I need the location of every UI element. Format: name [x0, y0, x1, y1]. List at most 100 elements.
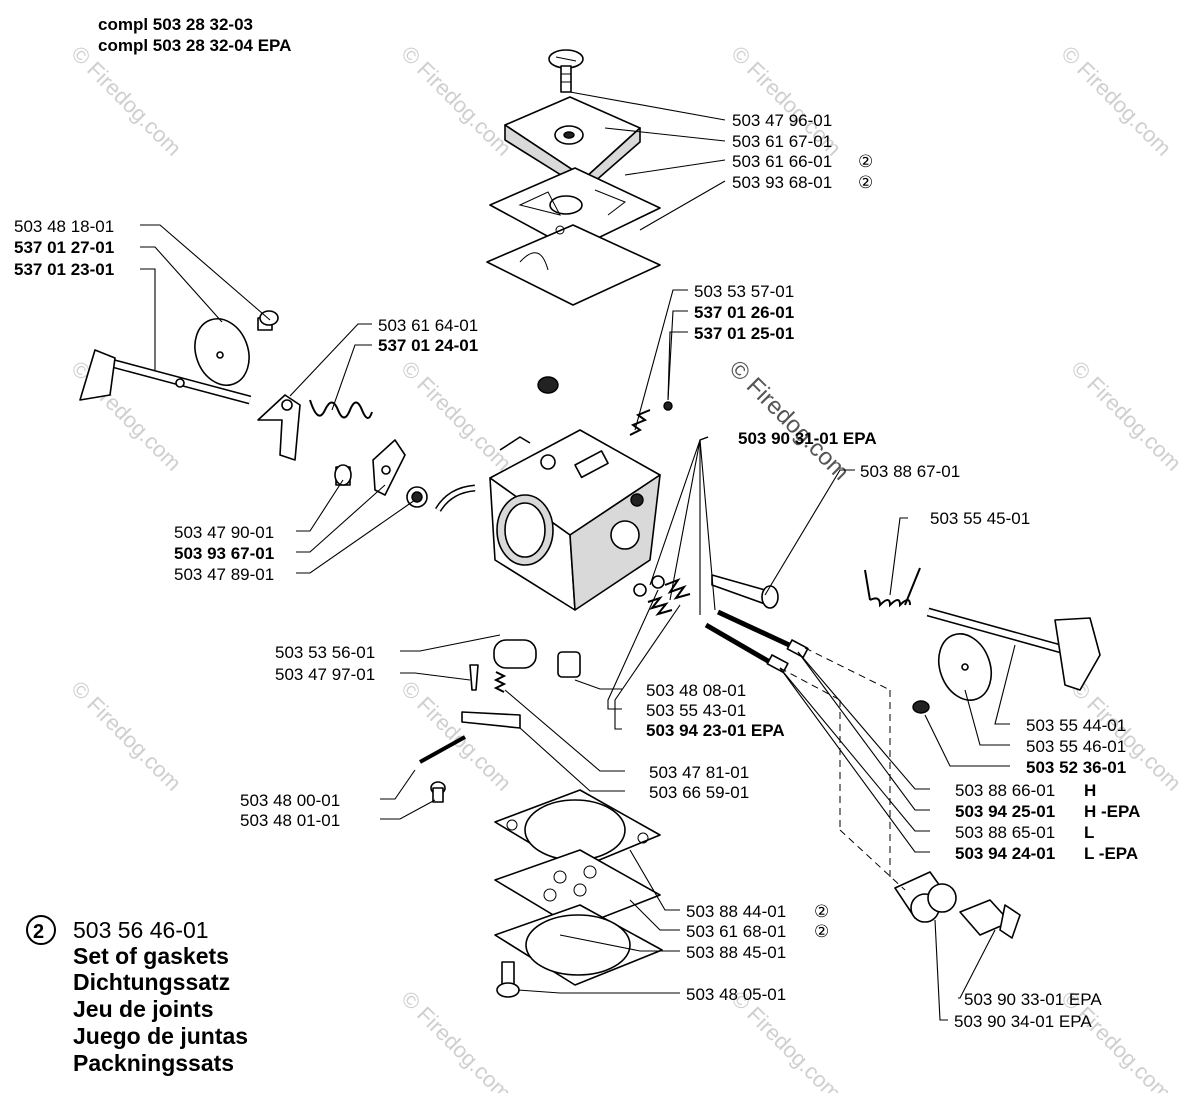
part-label: 503 61 67-01 [732, 132, 832, 151]
plug [493, 639, 537, 669]
watermark: © Firedog.com [66, 41, 186, 161]
bushing [557, 651, 581, 678]
part-label: 503 47 90-01 [174, 523, 274, 542]
assembly-number-epa: compl 503 28 32-04 EPA [98, 36, 291, 55]
fuel-screen [537, 376, 559, 394]
watermark: © Firedog.com [1056, 41, 1176, 161]
metering-gasket [494, 789, 661, 871]
part-label: 503 47 81-01 [649, 763, 749, 782]
gasket-set-marker: ② [814, 902, 829, 921]
legend-name-es: Juego de juntas [73, 1023, 248, 1049]
part-label: 503 90 34-01 EPA [954, 1012, 1092, 1031]
fuel-needle-spring [629, 401, 673, 436]
part-label: 503 88 67-01 [860, 462, 960, 481]
legend-name-de: Dichtungssatz [73, 969, 230, 995]
choke-lever [257, 394, 301, 461]
watermark: © Firedog.com [66, 676, 186, 796]
choke-shaft [79, 349, 252, 405]
throttle-spring [864, 567, 921, 608]
limiter-caps [894, 871, 1021, 939]
watermark: © Firedog.com [396, 986, 516, 1093]
pump-gasket [489, 167, 661, 251]
part-label: 503 88 45-01 [686, 943, 786, 962]
part-label: 503 94 25-01 [955, 802, 1055, 821]
part-label: 503 88 44-01 [686, 902, 786, 921]
part-label: 503 48 01-01 [240, 811, 340, 830]
part-label: 537 01 26-01 [694, 303, 794, 322]
part-label: 503 47 96-01 [732, 111, 832, 130]
part-label: 503 55 46-01 [1026, 737, 1126, 756]
choke-spring [309, 399, 373, 419]
part-label: 503 48 08-01 [646, 681, 746, 700]
watermark: © Firedog.com [396, 676, 516, 796]
part-label: 503 61 64-01 [378, 316, 478, 335]
choke-screw [257, 310, 279, 331]
part-label: 503 47 97-01 [275, 665, 375, 684]
part-label: 503 53 56-01 [275, 643, 375, 662]
choke-valve [194, 318, 250, 386]
part-label: 503 48 05-01 [686, 985, 786, 1004]
idle-adjust-screw [711, 574, 779, 609]
throttle-valve-screw [912, 700, 930, 714]
part-label: 503 93 68-01 [732, 173, 832, 192]
part-suffix: H [1084, 781, 1096, 800]
assembly-number: compl 503 28 32-03 [98, 15, 253, 34]
carburetor-body [489, 429, 661, 611]
watermark: © Firedog.com [396, 356, 516, 476]
watermark: © Firedog.com [1066, 356, 1180, 476]
legend-name-en: Set of gaskets [73, 943, 229, 969]
pump-diaphragm [486, 224, 661, 306]
part-label: 537 01 24-01 [378, 336, 478, 355]
legend-part-number: 503 56 46-01 [73, 917, 209, 943]
cover-screw [548, 49, 584, 93]
gasket-set-marker: ② [814, 922, 829, 941]
throttle-valve [937, 633, 993, 701]
part-label: 503 48 00-01 [240, 791, 340, 810]
part-label: 503 94 23-01 EPA [646, 721, 785, 740]
part-label: 503 88 65-01 [955, 823, 1055, 842]
part-label: 503 48 18-01 [14, 217, 114, 236]
part-label: 503 61 68-01 [686, 922, 786, 941]
part-suffix: H -EPA [1084, 802, 1140, 821]
part-label: 503 90 31-01 EPA [738, 429, 877, 448]
part-label: 537 01 25-01 [694, 324, 794, 343]
part-suffix: L -EPA [1084, 844, 1138, 863]
metering-cover [494, 904, 663, 986]
lever-pin [419, 735, 466, 803]
metering-cover-screw [496, 961, 520, 998]
idle-lever-parts [334, 439, 428, 508]
part-label: 503 53 57-01 [694, 282, 794, 301]
part-label: 503 93 67-01 [174, 544, 274, 563]
inlet-needle [469, 664, 507, 693]
fuel-inlet-nipple [434, 484, 476, 512]
part-label: 503 55 45-01 [930, 509, 1030, 528]
part-label: 503 66 59-01 [649, 783, 749, 802]
part-label: 503 55 44-01 [1026, 716, 1126, 735]
legend-name-fr: Jeu de joints [73, 996, 214, 1022]
watermark: © Firedog.com [396, 41, 516, 161]
leader-lines [140, 91, 1016, 1021]
watermark: © Firedog.com [1066, 676, 1180, 796]
part-suffix: L [1084, 823, 1094, 842]
gasket-set-marker: ② [858, 173, 873, 192]
legend-badge: 2 [33, 921, 44, 943]
part-label: 537 01 27-01 [14, 238, 114, 257]
metering-lever [461, 711, 521, 729]
part-label: 537 01 23-01 [14, 260, 114, 279]
part-label: 503 61 66-01 [732, 152, 832, 171]
adjustment-needles [633, 575, 809, 674]
part-label: 503 47 89-01 [174, 565, 274, 584]
legend-name-sv: Packningssats [73, 1050, 234, 1076]
metering-diaphragm [494, 849, 661, 929]
watermark: © Firedog.com [724, 355, 855, 486]
legend-badge-circle [26, 915, 56, 945]
part-label: 503 55 43-01 [646, 701, 746, 720]
gasket-set-marker: ② [858, 152, 873, 171]
part-label: 503 94 24-01 [955, 844, 1055, 863]
part-label: 503 90 33-01 EPA [964, 990, 1102, 1009]
throttle-shaft [926, 607, 1101, 691]
part-label: 503 52 36-01 [1026, 758, 1126, 777]
gasket-set-legend: 2 503 56 46-01 Set of gaskets Dichtungss… [26, 915, 248, 1076]
part-labels: 503 47 96-01 503 61 67-01 503 61 66-01 ②… [14, 111, 1140, 1031]
part-label: 503 88 66-01 [955, 781, 1055, 800]
